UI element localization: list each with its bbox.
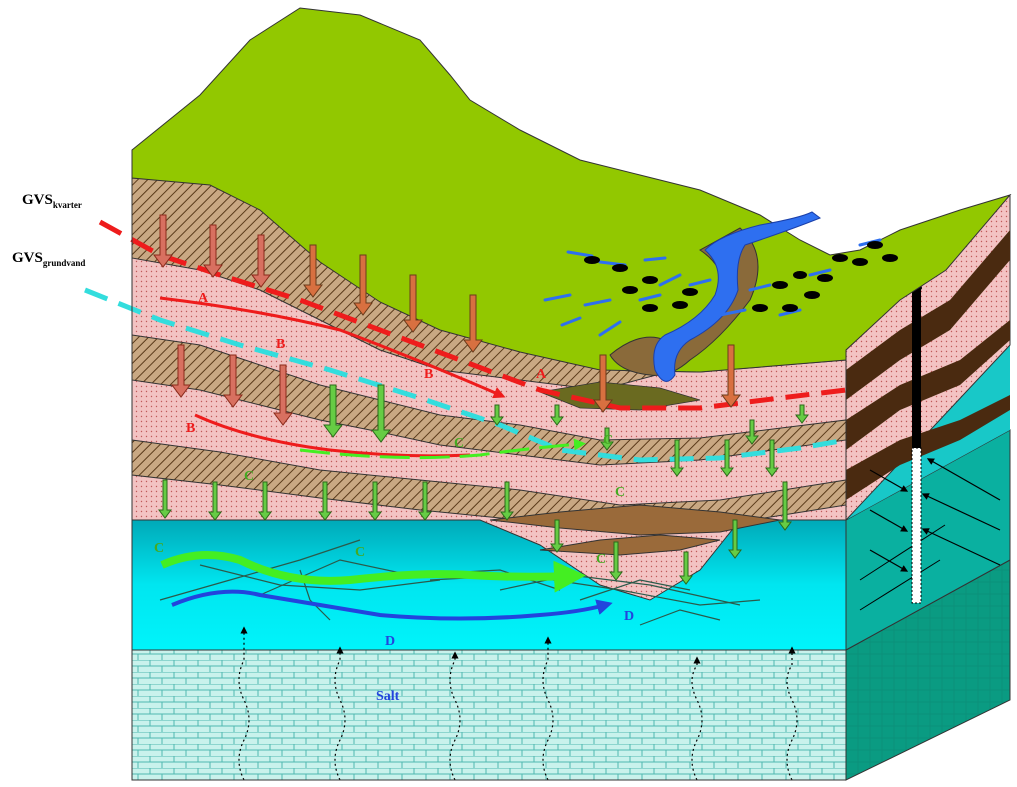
label-b-2: B [424,367,433,382]
side-aquifer-divide-2 [859,524,946,581]
gvs-grundvand-line [84,287,847,463]
flow-d-aquifer [171,589,613,621]
label-a-2: A [536,367,547,382]
label-c-1: C [454,436,464,451]
block-outline [131,150,847,781]
gvs-kvarter-line [98,219,847,411]
side-brown-band-3 [846,395,1010,500]
gvs-grundvand-sub: grundvand [43,258,86,268]
brown-lens [489,504,781,536]
flow-c-aquifer [160,551,586,593]
gvs-kvarter-main: GVS [22,192,53,208]
river [609,211,822,382]
wetland-symbols [543,238,898,337]
label-d-1: D [624,609,634,624]
legend-gvs-grundvand: GVSgrundvand [12,250,85,268]
label-salt: Salt [376,689,400,704]
gvs-kvarter-sub: kvarter [53,200,82,210]
wetland-dots [584,241,898,312]
side-aquifer-divide-1 [859,559,941,611]
label-c-4: C [615,485,625,500]
brown-lens-lower [539,534,721,556]
legend-gvs-kvarter: GVSkvarter [22,192,82,210]
label-c-3: C [244,469,254,484]
flow-b [194,413,471,458]
flow-labels: A A B B B C C C C C C C D D Salt [154,291,634,704]
label-d-2: D [385,634,395,649]
flow-a [159,296,506,399]
aquifer-layer [131,519,847,651]
right-side-face [845,193,1011,781]
side-inflow-arrows [869,458,1001,572]
label-a-1: A [198,291,209,306]
label-c-6: C [154,541,164,556]
flow-c-upper [299,438,586,460]
label-c-2: C [603,433,613,448]
terrain-surface [131,7,1012,373]
leakage-arrows-green [158,384,809,585]
wetland-dashes [543,238,882,337]
recharge-arrows-red [153,214,741,426]
label-c-7: C [355,545,365,560]
side-brown-band-1 [846,230,1010,400]
well-casing [912,288,921,448]
svg-text:GVSkvarter: GVSkvarter [22,192,82,210]
label-c-5: C [596,552,606,567]
salt-layer [131,649,847,781]
side-brown-band-2 [846,320,1010,450]
well-screen [911,447,922,604]
label-b-3: B [186,421,195,436]
label-b-1: B [276,337,285,352]
svg-text:GVSgrundvand: GVSgrundvand [12,250,85,268]
gvs-grundvand-main: GVS [12,250,43,266]
river-water [653,211,822,382]
salt-upflow-arrows [238,626,798,781]
